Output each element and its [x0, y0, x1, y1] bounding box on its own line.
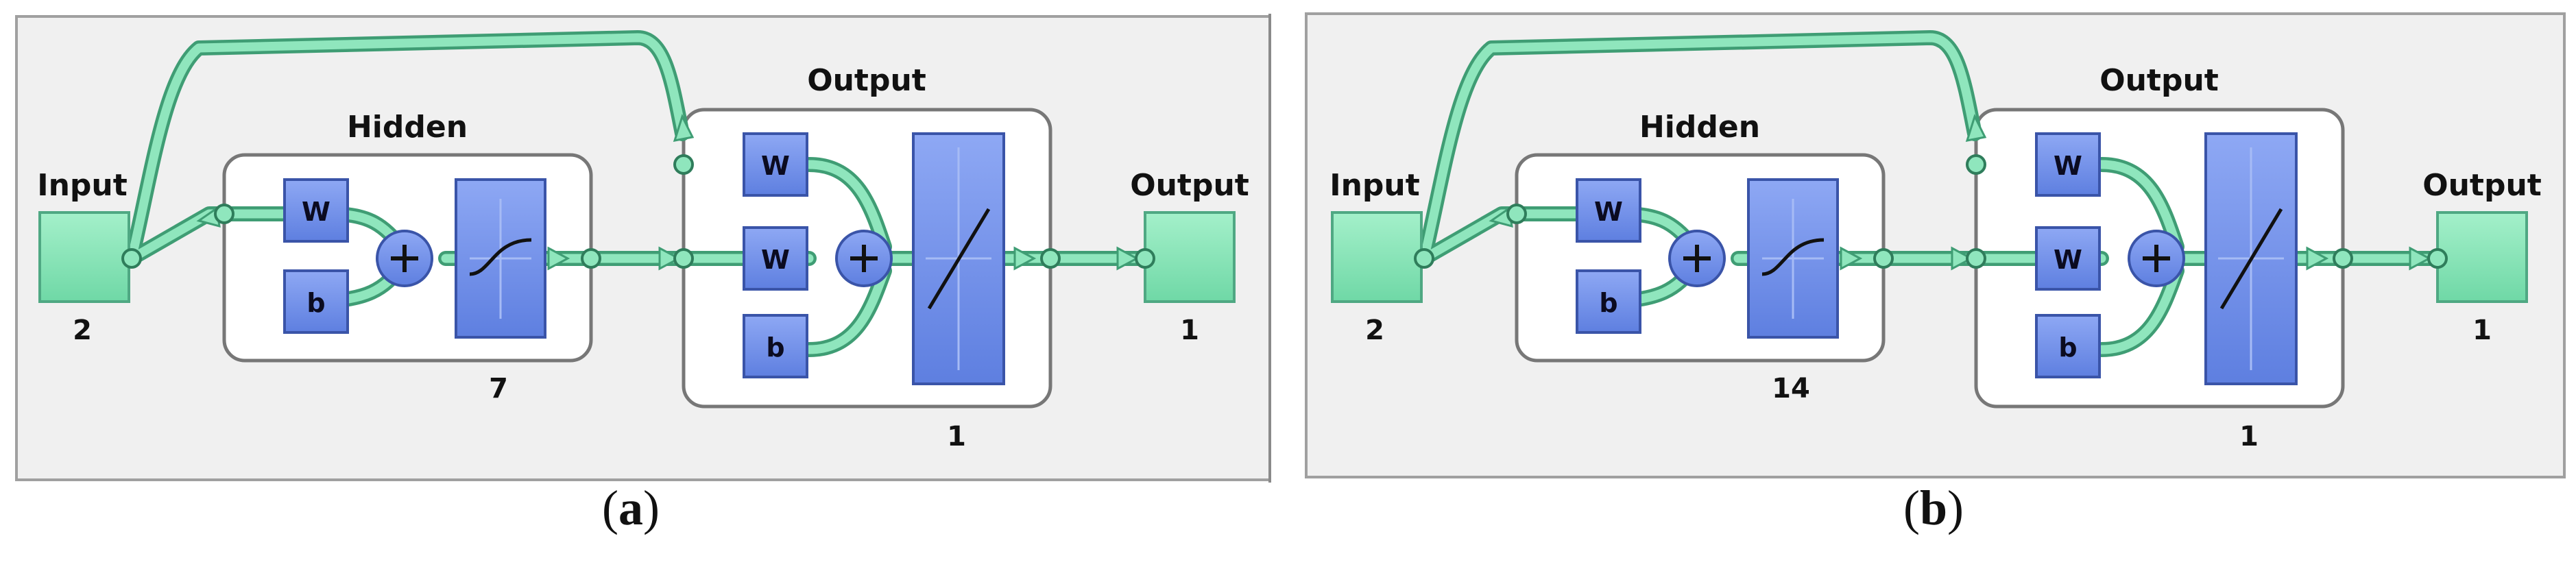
connector-dot — [673, 248, 694, 269]
arrow-icon — [1965, 114, 1987, 142]
output-layer-size: 1 — [947, 421, 966, 452]
output-input-weight-block — [2035, 132, 2101, 197]
output-node — [1144, 211, 1236, 303]
caption-b-letter: b — [1919, 481, 1948, 535]
arrow-icon — [1840, 246, 1863, 271]
output-node — [2436, 211, 2528, 303]
output-layer-title: Output — [2099, 63, 2219, 98]
input-size: 2 — [1365, 315, 1384, 346]
output-layer-title: Output — [807, 63, 926, 98]
arrow-icon — [1013, 246, 1037, 271]
output-input-weight-block — [743, 132, 808, 197]
hidden-bias-label: b — [306, 288, 325, 318]
caption-b: (b) — [1903, 481, 1964, 535]
output-input-weight-label: W — [761, 151, 790, 181]
hidden-weight-label: W — [302, 197, 330, 227]
sigmoid-curve-icon — [469, 238, 532, 276]
network-diagram-b: Input 2 Hidden 14 W b Output 1 W W b Out… — [1305, 12, 2566, 478]
plus-icon — [1683, 245, 1711, 272]
output-title: Output — [2422, 168, 2542, 203]
network-diagram-a: Input 2 Hidden 7 W b Output 1 W W b Outp… — [15, 14, 1271, 483]
plus-icon — [2143, 245, 2170, 272]
hidden-bias-label: b — [1599, 288, 1617, 318]
sigmoid-curve-icon — [1761, 238, 1825, 276]
connector-dot — [1966, 154, 1986, 175]
hidden-weight-label: W — [1594, 197, 1623, 227]
connector-dot — [1506, 204, 1527, 224]
output-bias-label: b — [2058, 332, 2077, 363]
output-bias-block — [2035, 314, 2101, 378]
output-size: 1 — [2472, 315, 2492, 346]
linear-line-icon — [2219, 208, 2283, 310]
hidden-title: Hidden — [347, 110, 468, 145]
connector-dot — [1966, 248, 1986, 269]
output-title: Output — [1130, 168, 1249, 203]
connector-dot — [2427, 248, 2448, 269]
arrow-icon — [658, 246, 682, 271]
linear-line-icon — [927, 208, 991, 310]
arrow-icon — [547, 246, 570, 271]
connector-dot — [1414, 248, 1434, 269]
hidden-size: 7 — [489, 373, 508, 404]
connector-dot — [1135, 248, 1155, 269]
output-hidden-weight-block — [743, 226, 808, 291]
arrow-icon — [2409, 246, 2432, 271]
caption-a: (a) — [602, 481, 660, 535]
plus-icon — [850, 245, 878, 272]
output-bias-block — [743, 314, 808, 378]
input-title: Input — [37, 168, 128, 203]
input-size: 2 — [73, 315, 92, 346]
arrow-icon — [673, 114, 695, 142]
output-hidden-weight-label: W — [761, 245, 790, 275]
hidden-weight-block — [1576, 178, 1641, 243]
input-title: Input — [1329, 168, 1420, 203]
output-hidden-weight-label: W — [2054, 245, 2082, 275]
output-hidden-weight-block — [2035, 226, 2101, 291]
connector-dot — [1873, 248, 1894, 269]
hidden-weight-block — [283, 178, 349, 243]
hidden-bias-block — [1576, 269, 1641, 334]
output-input-weight-label: W — [2054, 151, 2082, 181]
arrow-icon — [1116, 246, 1140, 271]
arrow-icon — [1951, 246, 1974, 271]
caption-a-letter: a — [618, 481, 643, 535]
output-bias-label: b — [766, 332, 784, 363]
arrow-icon — [2306, 246, 2329, 271]
hidden-size: 14 — [1772, 373, 1810, 404]
connector-dot — [581, 248, 601, 269]
connector-dot — [121, 248, 142, 269]
hidden-bias-block — [283, 269, 349, 334]
hidden-title: Hidden — [1639, 110, 1760, 145]
output-size: 1 — [1180, 315, 1199, 346]
output-layer-size: 1 — [2239, 421, 2259, 452]
input-node — [1331, 211, 1423, 303]
connector-dot — [2333, 248, 2353, 269]
connector-dot — [1040, 248, 1061, 269]
connector-dot — [673, 154, 694, 175]
connector-dot — [214, 204, 234, 224]
plus-icon — [391, 245, 418, 272]
input-node — [38, 211, 130, 303]
